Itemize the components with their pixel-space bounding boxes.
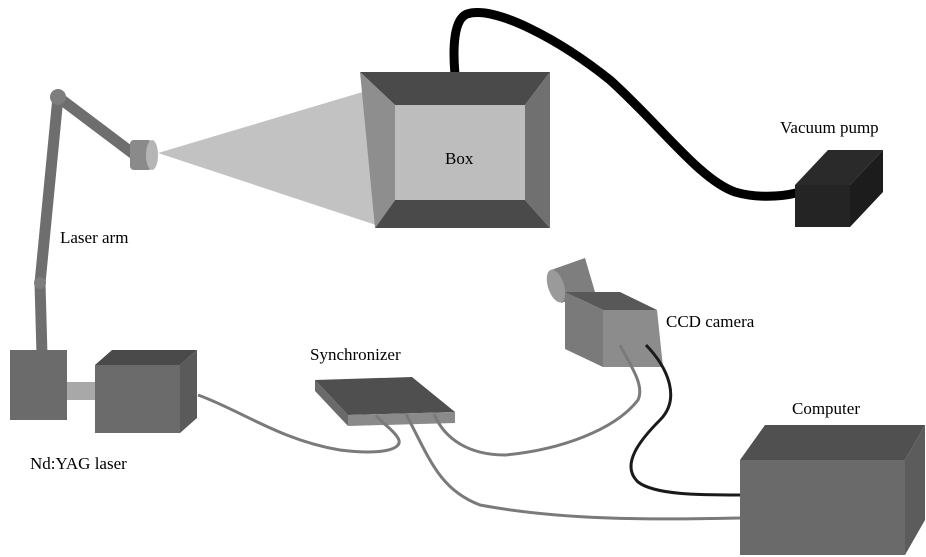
- box-label: Box: [445, 149, 474, 168]
- synchronizer-side: [315, 380, 348, 426]
- box-frame-right: [525, 72, 550, 228]
- cable-synchronizer-to-camera: [432, 344, 642, 457]
- box-frame-left: [360, 72, 395, 228]
- laser-arm: Laser arm: [34, 89, 158, 361]
- box-frame-bottom: [375, 200, 550, 228]
- box-chamber: Box: [360, 72, 550, 228]
- cable-synchronizer-to-computer: [404, 413, 741, 521]
- light-beam: [158, 88, 376, 225]
- laser-arm-upper-segment: [52, 91, 141, 161]
- box-window: [395, 105, 525, 200]
- synchronizer-label: Synchronizer: [310, 345, 401, 364]
- vacuum-pump: Vacuum pump: [780, 118, 883, 227]
- laser-arm-joint-top: [50, 89, 66, 105]
- synchronizer-front: [348, 412, 455, 426]
- vacuum-pump-front: [795, 185, 850, 227]
- ccd-camera-top: [565, 292, 657, 310]
- box-frame-top: [360, 72, 550, 105]
- cable-laser-to-synchronizer: [197, 393, 401, 454]
- synchronizer-top: [315, 377, 455, 415]
- laser-label: Nd:YAG laser: [30, 454, 127, 473]
- ccd-camera-label: CCD camera: [666, 312, 755, 331]
- nd-yag-laser: Nd:YAG laser: [10, 350, 197, 473]
- laser-arm-joint-mid: [34, 277, 46, 289]
- laser-body-side: [180, 350, 197, 433]
- laser-arm-head: [130, 140, 152, 170]
- laser-body-front: [95, 365, 180, 433]
- computer-side: [905, 425, 925, 555]
- laser-arm-middle-segment: [34, 91, 64, 289]
- laser-head-box: [10, 350, 67, 420]
- ccd-camera-lens-front: [546, 269, 566, 303]
- cable-camera-to-computer: [629, 343, 741, 497]
- vacuum-pump-top: [795, 150, 883, 185]
- computer-label: Computer: [792, 399, 860, 418]
- laser-arm-label: Laser arm: [60, 228, 128, 247]
- ccd-camera: CCD camera: [546, 258, 755, 367]
- computer-top: [740, 425, 925, 460]
- computer-front: [740, 460, 905, 555]
- laser-coupler: [67, 382, 99, 400]
- laser-arm-lower-segment: [34, 277, 48, 361]
- laser-body-top: [95, 350, 197, 365]
- vacuum-pump-label: Vacuum pump: [780, 118, 879, 137]
- synchronizer: Synchronizer: [310, 345, 455, 426]
- vacuum-pump-side: [850, 150, 883, 227]
- laser-arm-head-lens: [146, 140, 158, 170]
- vacuum-hose: [449, 8, 801, 201]
- computer: Computer: [740, 399, 925, 555]
- ccd-camera-front: [603, 310, 663, 367]
- ccd-camera-side: [565, 292, 603, 367]
